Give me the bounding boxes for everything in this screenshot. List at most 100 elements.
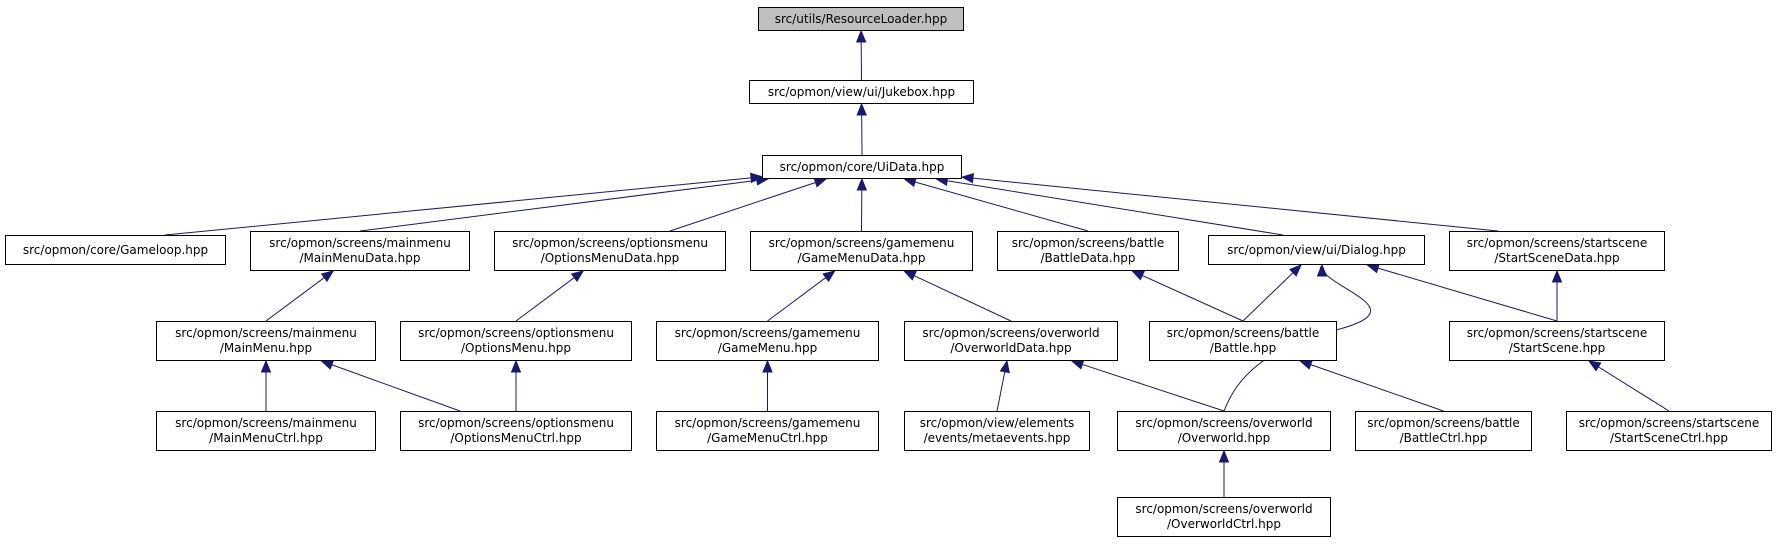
node-label-line: src/opmon/screens/battle xyxy=(1367,416,1520,430)
edge-startscene-data-to-uidata xyxy=(960,172,1499,232)
edge-battle-to-dialog xyxy=(1242,264,1302,322)
edge-line xyxy=(913,275,1012,322)
edge-arrowhead xyxy=(260,359,272,373)
edge-arrowhead xyxy=(1587,360,1602,372)
edge-gamemenu-to-gamemenu-data xyxy=(767,270,836,322)
edge-arrowhead xyxy=(822,270,836,283)
node-label-line: src/opmon/view/elements xyxy=(919,416,1075,430)
edge-arrowhead xyxy=(762,359,773,373)
edge-battle-ctrl-to-battle xyxy=(1299,359,1444,412)
node-label-line: /MainMenu.hpp xyxy=(219,341,313,355)
node-overworld[interactable]: src/opmon/screens/overworld/Overworld.hp… xyxy=(1117,411,1331,451)
node-startscene-ctrl[interactable]: src/opmon/screens/startscene/StartSceneC… xyxy=(1566,411,1772,451)
node-dialog[interactable]: src/opmon/view/ui/Dialog.hpp xyxy=(1208,235,1425,265)
edge-line xyxy=(947,180,1284,236)
node-label-line: /OptionsMenuCtrl.hpp xyxy=(450,431,582,445)
node-resource-loader[interactable]: src/utils/ResourceLoader.hpp xyxy=(758,7,964,31)
node-mainmenu-ctrl[interactable]: src/opmon/screens/mainmenu/MainMenuCtrl.… xyxy=(156,411,376,451)
node-gameloop[interactable]: src/opmon/core/Gameloop.hpp xyxy=(5,235,226,265)
node-gamemenu-ctrl[interactable]: src/opmon/screens/gamemenu/GameMenuCtrl.… xyxy=(656,411,879,451)
node-label-line: src/opmon/screens/gamemenu xyxy=(674,326,861,340)
edge-arrowhead xyxy=(1316,263,1328,277)
edge-gamemenu-ctrl-to-gamemenu xyxy=(762,359,773,411)
edge-overworld-to-overworld-data xyxy=(1070,359,1225,412)
edge-arrowhead xyxy=(856,102,867,116)
edge-arrowhead xyxy=(813,177,828,188)
node-label-line: src/opmon/screens/mainmenu xyxy=(175,416,357,430)
edge-optionsmenu-to-optionsmenu-data xyxy=(515,270,585,322)
node-label-line: src/opmon/screens/overworld xyxy=(922,326,1100,340)
node-label-line: /events/metaevents.hpp xyxy=(923,431,1071,445)
edge-mainmenu-ctrl-to-mainmenu xyxy=(260,359,272,411)
node-label-line: /OptionsMenuData.hpp xyxy=(540,251,680,265)
edge-arrowhead xyxy=(1070,359,1085,370)
node-optionsmenu[interactable]: src/opmon/screens/optionsmenu/OptionsMen… xyxy=(400,321,632,361)
node-gamemenu[interactable]: src/opmon/screens/gamemenu/GameMenu.hpp xyxy=(656,321,879,361)
edge-line xyxy=(164,177,752,236)
edge-line xyxy=(1082,363,1225,412)
node-battle[interactable]: src/opmon/screens/battle/Battle.hpp xyxy=(1149,321,1337,361)
node-mainmenu-data[interactable]: src/opmon/screens/mainmenu/MainMenuData.… xyxy=(250,231,470,271)
edge-startscene-ctrl-to-startscene xyxy=(1587,360,1670,412)
node-label-line: src/opmon/screens/optionsmenu xyxy=(512,236,708,250)
node-label-line: /Overworld.hpp xyxy=(1177,431,1271,445)
edge-line xyxy=(1377,267,1558,322)
edge-arrowhead xyxy=(999,359,1010,374)
edge-uidata-to-jukebox xyxy=(856,102,867,156)
node-label-line: src/opmon/screens/gamemenu xyxy=(768,236,955,250)
node-optionsmenu-data[interactable]: src/opmon/screens/optionsmenu/OptionsMen… xyxy=(494,231,726,271)
edge-arrowhead xyxy=(960,172,974,184)
edge-optionsmenu-ctrl-to-mainmenu xyxy=(320,359,461,412)
node-metaevents[interactable]: src/opmon/view/elements/events/metaevent… xyxy=(904,411,1090,451)
edge-line xyxy=(359,179,758,232)
edge-gamemenu-data-to-uidata xyxy=(856,177,868,232)
node-label-line: /BattleData.hpp xyxy=(1040,251,1136,265)
edge-line xyxy=(996,371,1006,412)
edge-arrowhead xyxy=(1289,264,1302,277)
node-gamemenu-data[interactable]: src/opmon/screens/gamemenu/GameMenuData.… xyxy=(750,231,973,271)
edge-line xyxy=(1242,272,1294,322)
edge-line xyxy=(914,181,1089,232)
edge-mainmenu-data-to-uidata xyxy=(359,175,770,232)
edge-arrowhead xyxy=(903,270,917,281)
edge-overworld-ctrl-to-overworld xyxy=(1218,449,1230,497)
node-label-line: src/opmon/screens/optionsmenu xyxy=(418,326,614,340)
node-startscene-data[interactable]: src/opmon/screens/startscene/StartSceneD… xyxy=(1449,231,1665,271)
node-startscene[interactable]: src/opmon/screens/startscene/StartScene.… xyxy=(1449,321,1665,361)
edge-line xyxy=(1310,364,1444,412)
node-jukebox[interactable]: src/opmon/view/ui/Jukebox.hpp xyxy=(749,80,974,104)
node-battle-ctrl[interactable]: src/opmon/screens/battle/BattleCtrl.hpp xyxy=(1355,411,1532,451)
node-label-line: src/opmon/screens/battle xyxy=(1011,236,1165,250)
edge-arrowhead xyxy=(1218,449,1230,463)
node-uidata[interactable]: src/opmon/core/UiData.hpp xyxy=(762,155,962,179)
node-label-line: src/opmon/view/ui/Dialog.hpp xyxy=(1227,242,1406,257)
node-label-line: src/opmon/screens/battle xyxy=(1166,326,1320,340)
edge-optionsmenu-ctrl-to-optionsmenu xyxy=(510,359,522,411)
node-label-line: /OverworldData.hpp xyxy=(950,341,1072,355)
edge-dialog-to-uidata xyxy=(934,175,1284,236)
node-label-line: src/opmon/core/Gameloop.hpp xyxy=(22,242,209,257)
node-label-line: /GameMenu.hpp xyxy=(717,341,818,355)
node-label-line: /MainMenuCtrl.hpp xyxy=(209,431,323,445)
edge-arrowhead xyxy=(856,177,868,191)
edge-jukebox-to-resource-loader xyxy=(855,29,867,81)
edge-line xyxy=(767,277,827,322)
edge-battle-data-to-uidata xyxy=(903,177,1089,232)
node-overworld-ctrl[interactable]: src/opmon/screens/overworld/OverworldCtr… xyxy=(1117,497,1331,537)
edge-startscene-to-startscene-data xyxy=(1551,269,1563,321)
node-label-line: src/opmon/screens/startscene xyxy=(1466,236,1648,250)
edge-optionsmenu-data-to-uidata xyxy=(669,177,828,232)
node-label-line: /MainMenuData.hpp xyxy=(299,251,421,265)
edge-gameloop-to-uidata xyxy=(164,172,764,236)
node-label-line: src/opmon/core/UiData.hpp xyxy=(779,159,945,174)
node-optionsmenu-ctrl[interactable]: src/opmon/screens/optionsmenu/OptionsMen… xyxy=(400,411,632,451)
node-mainmenu[interactable]: src/opmon/screens/mainmenu/MainMenu.hpp xyxy=(156,321,376,361)
edge-metaevents-to-overworld-data xyxy=(996,359,1010,412)
edge-arrowhead xyxy=(320,359,335,370)
edge-arrowhead xyxy=(855,29,867,43)
node-label-line: src/opmon/view/ui/Jukebox.hpp xyxy=(767,84,956,99)
node-overworld-data[interactable]: src/opmon/screens/overworld/OverworldDat… xyxy=(904,321,1118,361)
edge-arrowhead xyxy=(510,359,522,373)
node-battle-data[interactable]: src/opmon/screens/battle/BattleData.hpp xyxy=(997,231,1179,271)
node-label-line: /StartSceneCtrl.hpp xyxy=(1610,431,1728,445)
